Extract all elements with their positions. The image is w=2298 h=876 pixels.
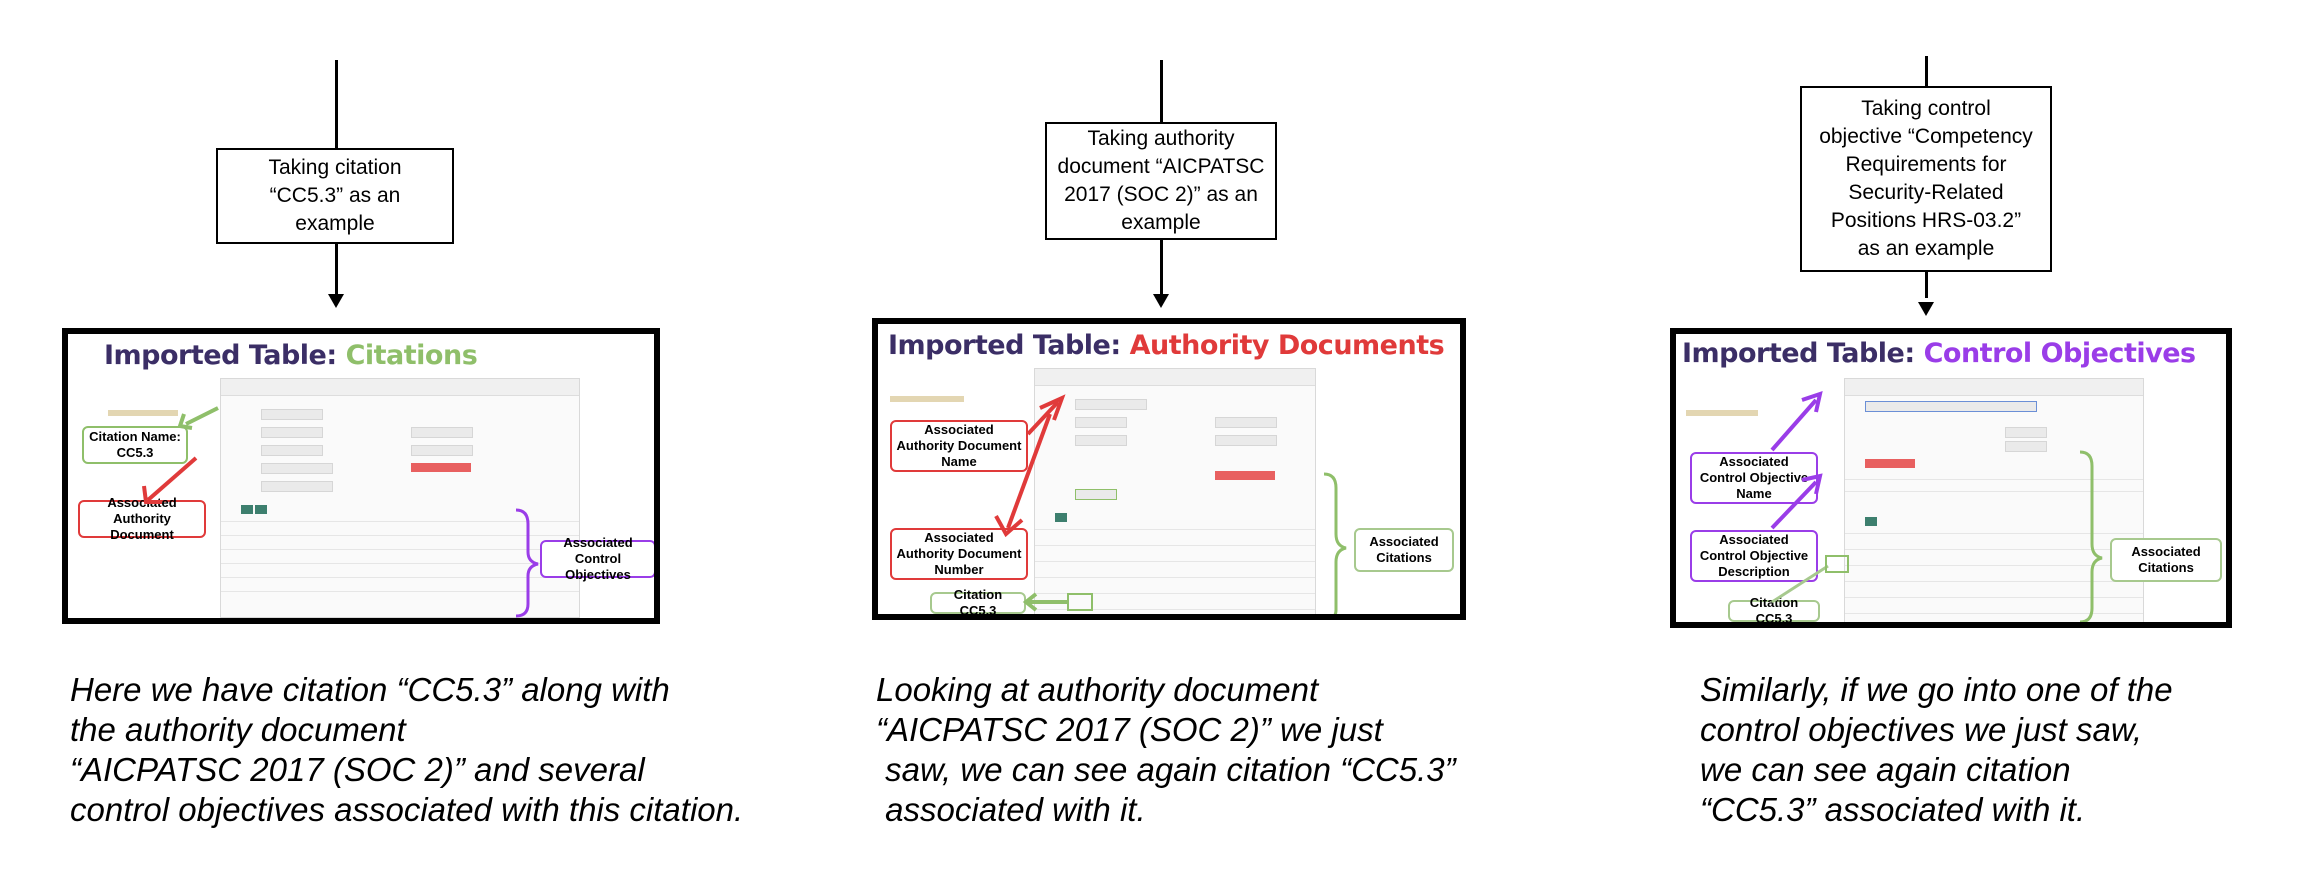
frame-title: Imported Table: Citations (104, 340, 478, 371)
label-doc-name: Associated Authority Document Name (890, 420, 1028, 472)
label-associated-citations: Associated Citations (1354, 528, 1454, 572)
caption: Similarly, if we go into one of the cont… (1700, 671, 2173, 828)
frame-title: Imported Table: Control Objectives (1682, 338, 2196, 369)
example-callout: Taking citation “CC5.3” as an example (216, 148, 454, 244)
arrow-down-icon (1153, 294, 1169, 308)
caption: Here we have citation “CC5.3” along with… (70, 671, 744, 828)
title-lead: Imported Table: (888, 330, 1130, 361)
connector-line (1160, 60, 1163, 122)
example-callout: Taking control objective “Competency Req… (1800, 86, 2052, 272)
highlight-bar (108, 410, 178, 416)
screenshot-frame: Imported Table: Authority Documents Asso… (872, 318, 1466, 620)
title-accent: Control Objectives (1923, 338, 2197, 369)
title-accent: Citations (345, 340, 478, 371)
callout-text: Taking citation “CC5.3” as an example (268, 156, 402, 235)
connector-line (1925, 56, 1928, 86)
connector-line (1160, 240, 1163, 298)
label-citation: Citation CC5.3 (930, 587, 1026, 614)
arrow-down-icon (328, 294, 344, 308)
title-lead: Imported Table: (1682, 338, 1924, 369)
title-lead: Imported Table: (104, 340, 346, 371)
label-co-name: Associated Control Objective Name (1690, 452, 1818, 504)
annotation-arrows (1770, 390, 2103, 622)
label-authority-document: Associated Authority Document (78, 495, 206, 542)
callout-text: Taking control objective “Competency Req… (1819, 97, 2033, 260)
app-screenshot (1844, 378, 2144, 622)
title-accent: Authority Documents (1129, 330, 1445, 361)
label-co-description: Associated Control Objective Description (1690, 530, 1818, 582)
annotation-arrows (994, 394, 1347, 614)
connector-line (335, 246, 338, 298)
label-doc-number: Associated Authority Document Number (890, 528, 1028, 580)
frame-title: Imported Table: Authority Documents (888, 330, 1445, 361)
label-associated-citations: Associated Citations (2110, 538, 2222, 582)
example-callout: Taking authority document “AICPATSC 2017… (1045, 122, 1277, 240)
connector-line (1925, 270, 1928, 298)
callout-text: Taking authority document “AICPATSC 2017… (1057, 127, 1265, 234)
screenshot-frame: Imported Table: Citations Citation Name:… (62, 328, 660, 624)
arrow-down-icon (1918, 302, 1934, 316)
app-screenshot (1034, 368, 1316, 614)
annotation-arrows (142, 406, 539, 618)
label-citation-name: Citation Name: CC5.3 (82, 426, 188, 464)
highlight-bar (1686, 410, 1758, 416)
screenshot-frame: Imported Table: Control Objectives Assoc… (1670, 328, 2232, 628)
highlight-bar (890, 396, 964, 402)
caption: Looking at authority document “AICPATSC … (876, 671, 1456, 828)
label-associated-control-objectives: Associated Control Objectives (540, 535, 654, 582)
app-screenshot (220, 378, 580, 618)
